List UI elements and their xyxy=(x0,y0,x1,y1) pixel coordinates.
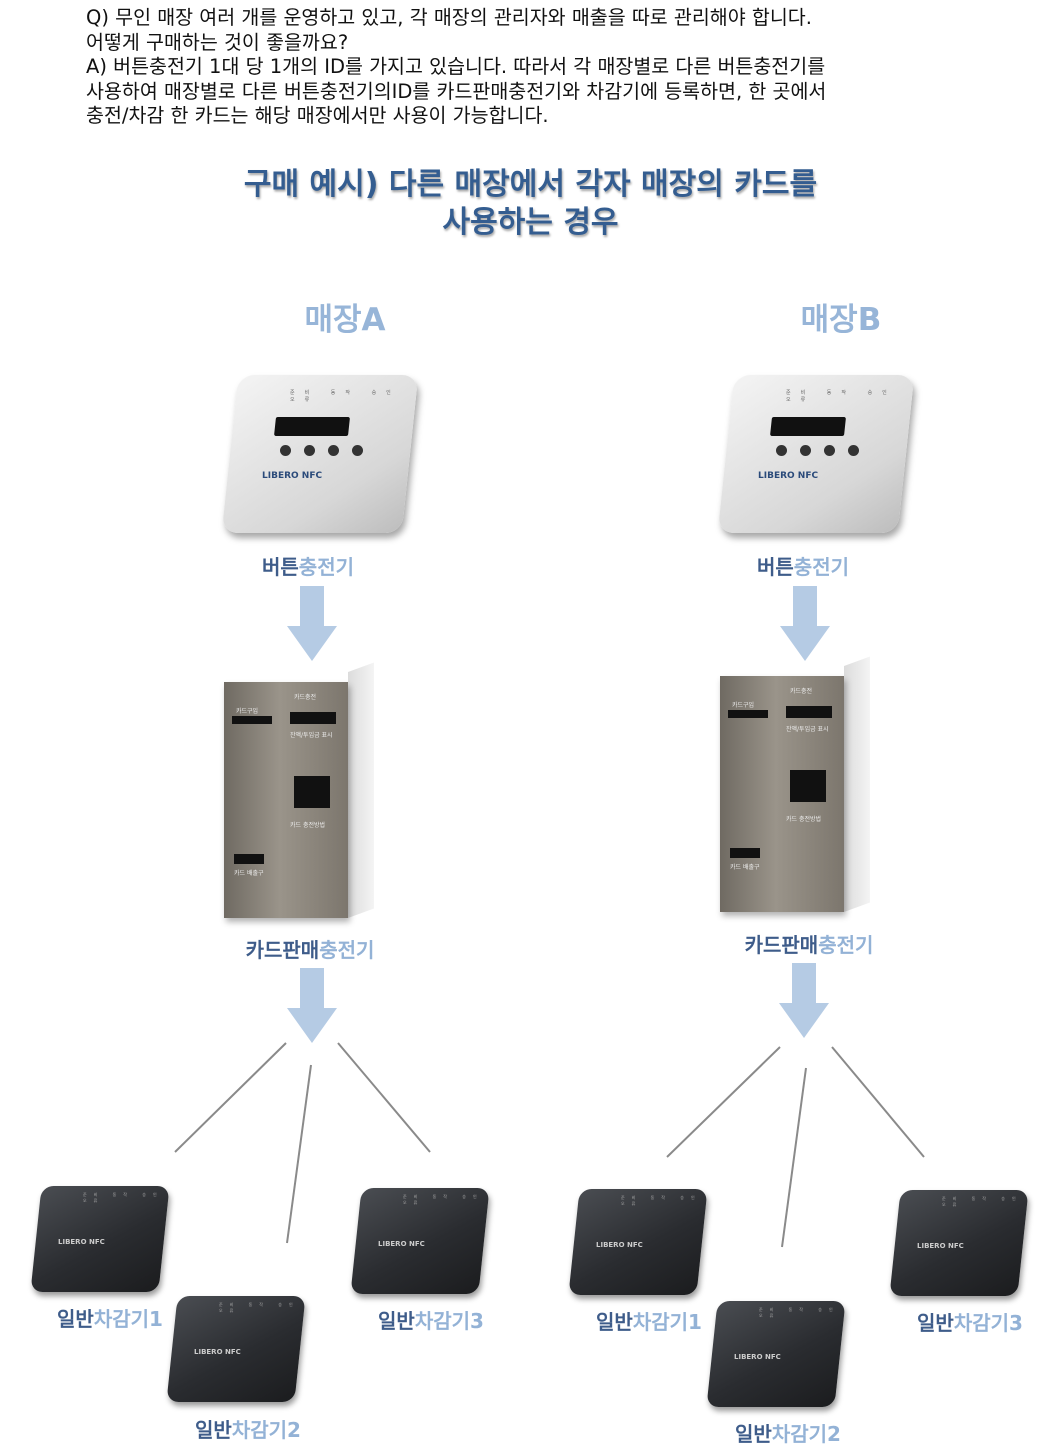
button-charger-device: 준비 동작 승인 오류 LIBERO NFC xyxy=(220,375,419,540)
down-arrow-icon xyxy=(779,963,829,1038)
button-charger-device: 준비 동작 승인 오류 LIBERO NFC xyxy=(716,375,915,540)
charger-led-labels: 준비 동작 승인 오류 xyxy=(290,390,401,403)
vend-display xyxy=(786,706,832,718)
charger-display xyxy=(770,417,846,436)
deduction-reader-device: 준비 동작 승인 오류 LIBERO NFC xyxy=(28,1180,170,1302)
button-charger-label: 버튼충전기 xyxy=(261,555,354,579)
question-line: 어떻게 구매하는 것이 좋을까요? xyxy=(86,30,349,54)
connector-line xyxy=(831,1046,925,1158)
card-vending-charger-device: 카드구입 카드충전 잔액/투입금 표시 카드 충전방법 카드 배출구 xyxy=(224,662,374,922)
question-line: Q) 무인 매장 여러 개를 운영하고 있고, 각 매장의 관리자와 매출을 따… xyxy=(86,6,812,29)
vend-reader-panel xyxy=(294,776,330,808)
charger-led-labels: 준비 동작 승인 오류 xyxy=(786,390,897,403)
charger-display xyxy=(274,417,350,436)
connector-line xyxy=(286,1064,312,1244)
reader-led-labels: 준비 동작 승인 오류 xyxy=(942,1196,1023,1207)
answer-line: A) 버튼충전기 1대 당 1개의 ID를 가지고 있습니다. 따라서 각 매장… xyxy=(86,55,826,78)
deduction-reader-label: 일반차감기2 xyxy=(735,1422,841,1446)
down-arrow-icon xyxy=(287,586,337,661)
vend-card-eject-text: 카드 배출구 xyxy=(234,870,264,877)
charger-key xyxy=(848,445,859,456)
deduction-reader-label: 일반차감기1 xyxy=(596,1310,702,1334)
store-a-label: 매장A xyxy=(304,302,386,338)
card-eject-slot xyxy=(234,854,264,864)
card-vending-charger-label: 카드판매충전기 xyxy=(245,938,375,962)
card-vending-charger-device: 카드구입 카드충전 잔액/투입금 표시 카드 충전방법 카드 배출구 xyxy=(720,656,870,916)
reader-logo: LIBERO NFC xyxy=(378,1240,425,1248)
charger-key xyxy=(304,445,315,456)
connector-line xyxy=(337,1042,431,1153)
connector-line xyxy=(781,1067,807,1248)
connector-line xyxy=(174,1042,287,1153)
charger-key xyxy=(824,445,835,456)
reader-led-labels: 준비 동작 승인 오류 xyxy=(219,1302,300,1313)
deduction-reader-device: 준비 동작 승인 오류 LIBERO NFC xyxy=(887,1184,1029,1306)
diagram-title: 사용하는 경우 xyxy=(442,205,619,240)
reader-led-labels: 준비 동작 승인 오류 xyxy=(403,1194,484,1205)
reader-led-labels: 준비 동작 승인 오류 xyxy=(759,1307,840,1318)
charger-logo: LIBERO NFC xyxy=(758,471,819,481)
button-charger-label: 버튼충전기 xyxy=(756,555,849,579)
deduction-reader-label: 일반차감기1 xyxy=(57,1307,163,1331)
down-arrow-icon xyxy=(780,586,830,661)
card-insert-slot xyxy=(728,710,768,718)
vend-card-eject-text: 카드 배출구 xyxy=(730,864,760,871)
vend-card-buy-text: 카드구입 xyxy=(732,702,755,709)
charger-key xyxy=(352,445,363,456)
card-eject-slot xyxy=(730,848,760,858)
connector-line xyxy=(666,1046,781,1158)
vend-display xyxy=(290,712,336,724)
reader-logo: LIBERO NFC xyxy=(917,1242,964,1250)
store-b-label: 매장B xyxy=(800,302,882,338)
vend-card-buy-text: 카드구입 xyxy=(236,708,259,715)
vend-charge-method-text: 카드 충전방법 xyxy=(290,822,326,829)
reader-logo: LIBERO NFC xyxy=(194,1348,241,1356)
card-insert-slot xyxy=(232,716,272,724)
deduction-reader-label: 일반차감기2 xyxy=(195,1418,301,1442)
answer-line: 충전/차감 한 카드는 해당 매장에서만 사용이 가능합니다. xyxy=(86,104,549,127)
charger-logo: LIBERO NFC xyxy=(262,471,323,481)
reader-led-labels: 준비 동작 승인 오류 xyxy=(83,1192,164,1203)
qa-block: Q) 무인 매장 여러 개를 운영하고 있고, 각 매장의 관리자와 매출을 따… xyxy=(86,6,1046,129)
reader-logo: LIBERO NFC xyxy=(596,1241,643,1249)
charger-key xyxy=(776,445,787,456)
deduction-reader-device: 준비 동작 승인 오류 LIBERO NFC xyxy=(164,1290,306,1412)
vend-charge-method-text: 카드 충전방법 xyxy=(786,816,822,823)
vend-display-text: 잔액/투입금 표시 xyxy=(786,726,829,733)
deduction-reader-device: 준비 동작 승인 오류 LIBERO NFC xyxy=(566,1183,708,1305)
reader-logo: LIBERO NFC xyxy=(58,1238,105,1246)
vend-reader-panel xyxy=(790,770,826,802)
reader-logo: LIBERO NFC xyxy=(734,1353,781,1361)
charger-key xyxy=(280,445,291,456)
reader-led-labels: 준비 동작 승인 오류 xyxy=(621,1195,702,1206)
card-vending-charger-label: 카드판매충전기 xyxy=(744,933,874,957)
charger-key xyxy=(800,445,811,456)
vend-card-charge-text: 카드충전 xyxy=(294,694,317,701)
vend-card-charge-text: 카드충전 xyxy=(790,688,813,695)
deduction-reader-device: 준비 동작 승인 오류 LIBERO NFC xyxy=(348,1182,490,1304)
answer-line: 사용하여 매장별로 다른 버튼충전기의ID를 카드판매충전기와 차감기에 등록하… xyxy=(86,79,827,103)
down-arrow-icon xyxy=(287,968,337,1043)
deduction-reader-device: 준비 동작 승인 오류 LIBERO NFC xyxy=(704,1295,846,1417)
charger-key xyxy=(328,445,339,456)
deduction-reader-label: 일반차감기3 xyxy=(378,1309,484,1333)
vend-display-text: 잔액/투입금 표시 xyxy=(290,732,333,739)
diagram-title: 구매 예시) 다른 매장에서 각자 매장의 카드를 xyxy=(243,167,818,202)
deduction-reader-label: 일반차감기3 xyxy=(917,1311,1023,1335)
